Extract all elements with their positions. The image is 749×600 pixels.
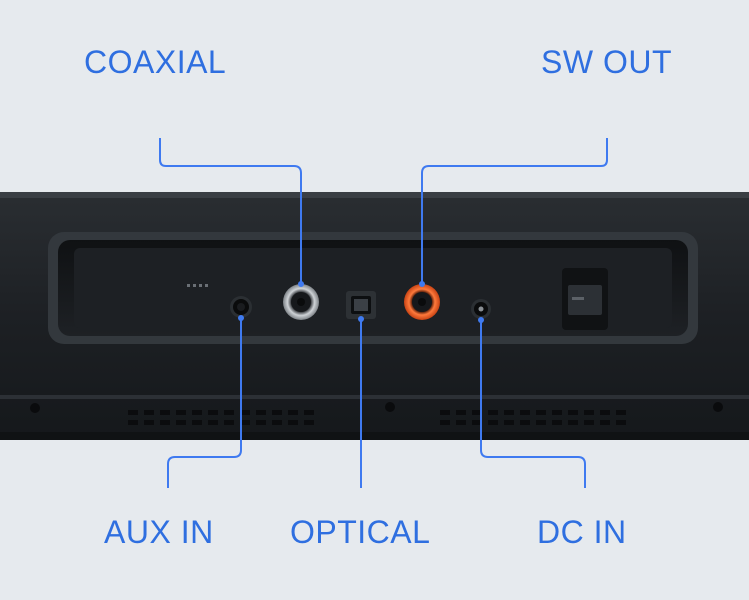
screw-hole [713, 402, 723, 412]
aux-in-port [230, 296, 252, 318]
screw-hole [385, 402, 395, 412]
sw-out-port [404, 284, 440, 320]
screw-hole [30, 403, 40, 413]
coaxial-port [283, 284, 319, 320]
dc-in-leader-dot [478, 317, 484, 323]
coaxial-label: COAXIAL [84, 46, 226, 78]
optical-label: OPTICAL [290, 516, 430, 548]
sw-out-leader-dot [419, 281, 425, 287]
dc-in-label: DC IN [537, 516, 627, 548]
dc-in-port [471, 299, 491, 319]
optical-leader-dot [358, 316, 364, 322]
coaxial-leader-dot [298, 281, 304, 287]
sw-out-label: SW OUT [541, 46, 672, 78]
power-switch [562, 268, 608, 330]
aux-in-leader-dot [238, 315, 244, 321]
optical-port [346, 291, 376, 319]
aux-in-label: AUX IN [104, 516, 214, 548]
